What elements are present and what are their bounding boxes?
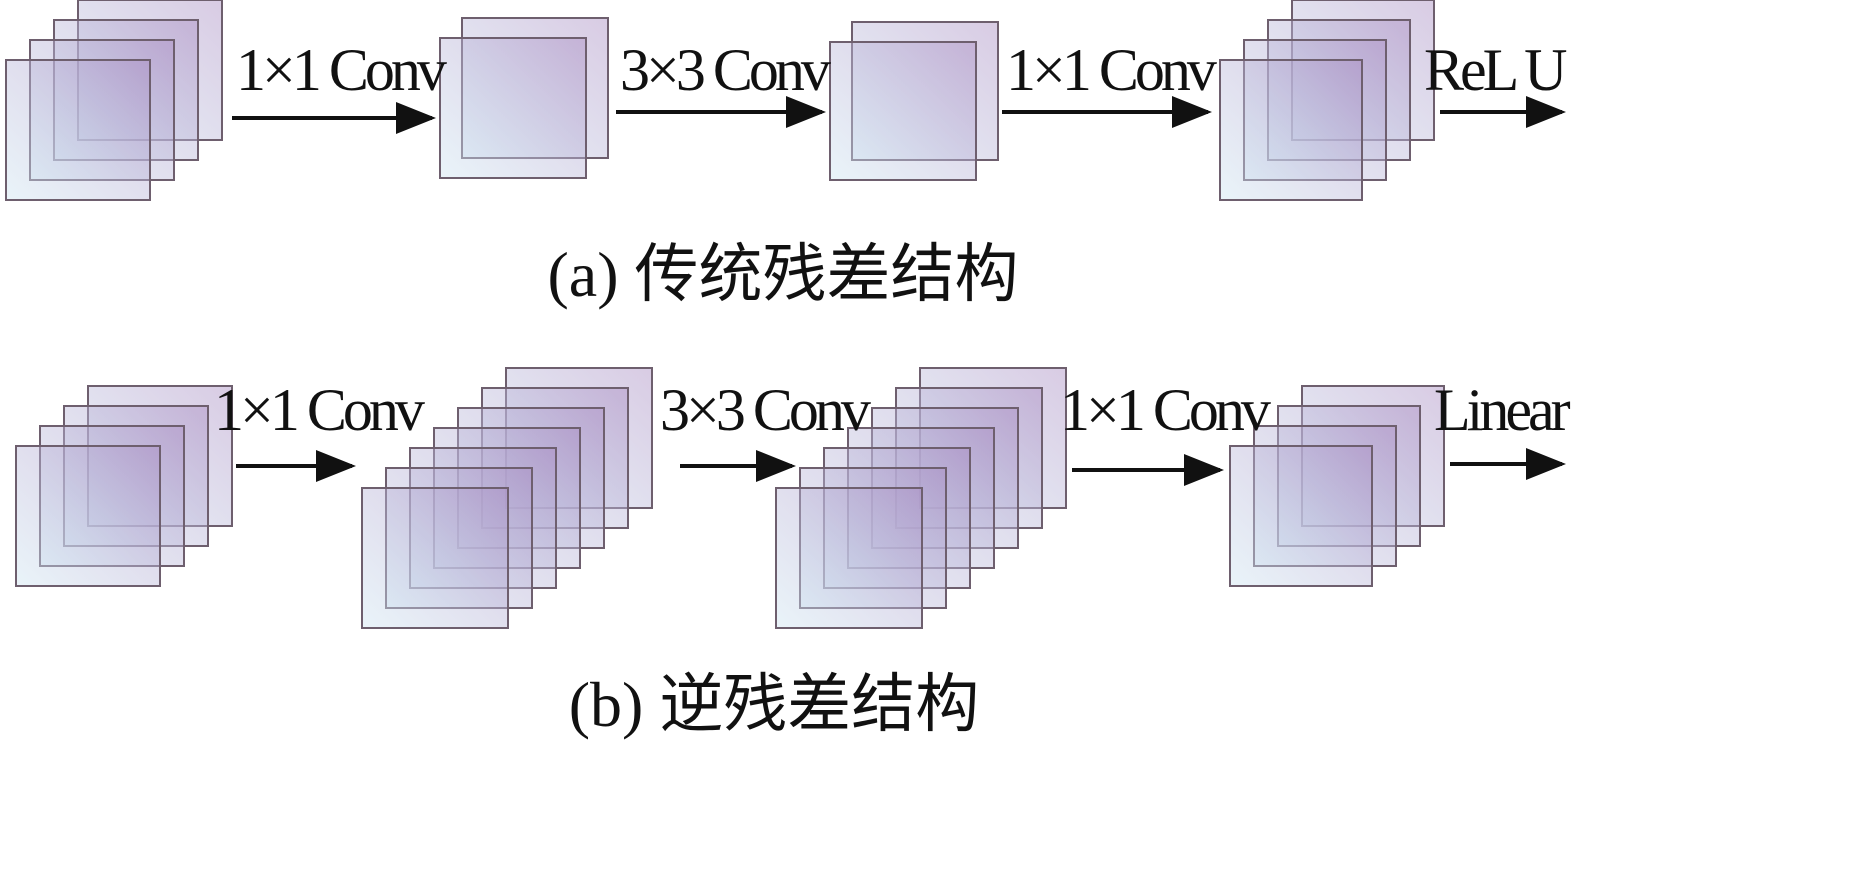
panel-a-caption: (a) 传统残差结构 xyxy=(547,239,1018,310)
panel-b-label-conv1: 1×1 Conv xyxy=(214,377,425,443)
panel-b-label-activation: Linear xyxy=(1434,377,1571,443)
feature-map-layer xyxy=(439,37,587,179)
panel-a-label-conv1: 1×1 Conv xyxy=(236,37,447,103)
feature-map-layer xyxy=(775,487,923,629)
panel-a-label-conv3: 1×1 Conv xyxy=(1006,37,1217,103)
feature-map-layer xyxy=(15,445,161,587)
feature-map-layer xyxy=(5,59,151,201)
panel-a-reduced-feature-stack-2 xyxy=(829,21,999,181)
panel-b-inverted-residual: 1×1 Conv 3×3 Conv 1×1 Conv Linear (b) 逆残… xyxy=(15,367,1575,740)
panel-a-reduced-feature-stack-1 xyxy=(439,17,609,179)
panel-a-output-feature-stack xyxy=(1219,0,1435,201)
panel-b-input-feature-stack xyxy=(15,385,233,587)
panel-a-traditional-residual: 1×1 Conv 3×3 Conv 1×1 Conv ReL U (a) 传统残… xyxy=(5,0,1571,310)
feature-map-layer xyxy=(1219,59,1363,201)
feature-map-layer xyxy=(361,487,509,629)
panel-a-label-activation: ReL U xyxy=(1424,37,1567,103)
panel-b-caption: (b) 逆残差结构 xyxy=(569,669,980,740)
panel-b-label-conv3: 1×1 Conv xyxy=(1060,377,1271,443)
panel-b-expanded-feature-stack-1 xyxy=(361,367,653,629)
feature-map-layer xyxy=(829,41,977,181)
panel-b-output-feature-stack xyxy=(1229,385,1445,587)
panel-a-input-feature-stack xyxy=(5,0,223,201)
panel-b-label-conv2: 3×3 Conv xyxy=(660,377,871,443)
feature-map-layer xyxy=(1229,445,1373,587)
panel-a-label-conv2: 3×3 Conv xyxy=(620,37,831,103)
panel-b-expanded-feature-stack-2 xyxy=(775,367,1067,629)
